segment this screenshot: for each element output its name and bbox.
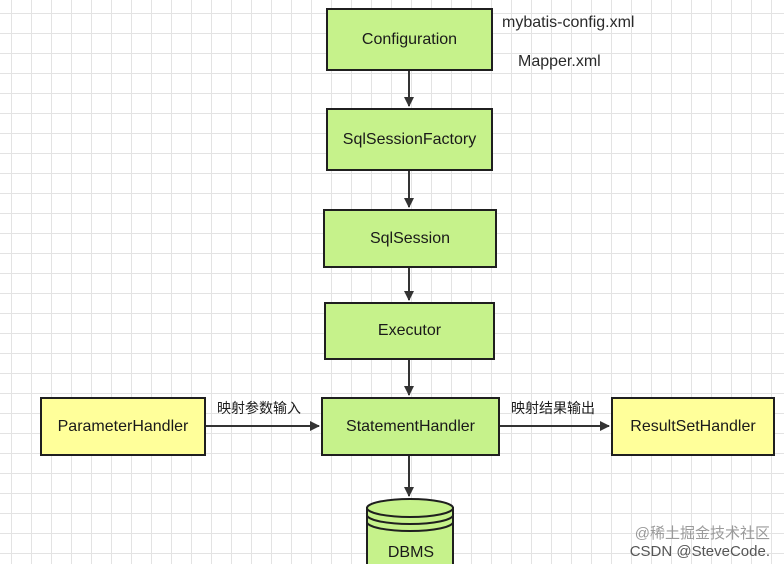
resultsethandler-node: ResultSetHandler: [611, 397, 775, 456]
result-output-label: 映射结果输出: [511, 400, 595, 416]
sqlsessionfactory-node: SqlSessionFactory: [326, 108, 493, 171]
parameterhandler-node: ParameterHandler: [40, 397, 206, 456]
executor-node: Executor: [324, 302, 495, 360]
statementhandler-node: StatementHandler: [321, 397, 500, 456]
sqlsession-node: SqlSession: [323, 209, 497, 268]
configuration-node: Configuration: [326, 8, 493, 71]
mapper-xml-note: Mapper.xml: [518, 53, 601, 70]
mybatis-config-note: mybatis-config.xml: [502, 14, 635, 31]
dbms-cylinder: [366, 498, 454, 564]
dbms-label: DBMS: [387, 544, 435, 561]
param-input-label: 映射参数输入: [217, 400, 301, 416]
csdn-watermark: CSDN @SteveCode.: [629, 543, 770, 560]
watermark-stack: @稀土掘金技术社区 CSDN @SteveCode.: [630, 522, 770, 560]
juejin-watermark: @稀土掘金技术社区: [634, 525, 770, 542]
